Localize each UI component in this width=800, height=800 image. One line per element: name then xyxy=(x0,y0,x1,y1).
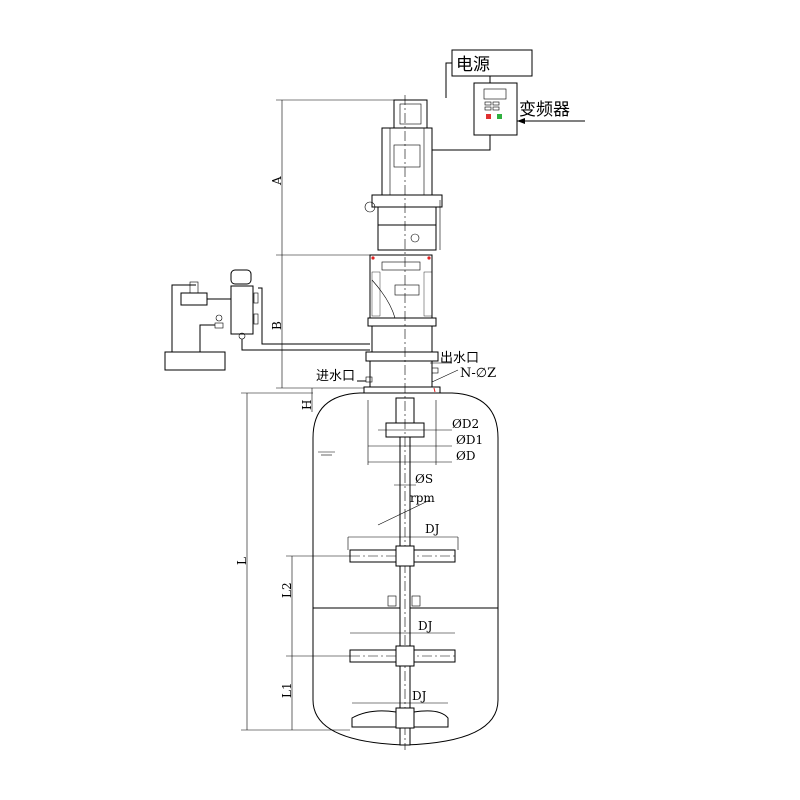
dj-top-label: DJ xyxy=(425,522,440,536)
d2-label: ØD2 xyxy=(452,417,479,431)
power-supply-box xyxy=(445,49,533,98)
b-label: B xyxy=(270,321,284,330)
shaft-diameter-label: ØS xyxy=(415,472,433,486)
oil-tank-box xyxy=(180,292,208,306)
nozzle-label: N-∅Z xyxy=(460,366,496,381)
dj-bottom-label: DJ xyxy=(412,689,427,703)
impellers xyxy=(349,545,456,729)
green-button xyxy=(497,114,502,119)
power-label: 电源 xyxy=(456,55,490,75)
red-button xyxy=(486,114,491,119)
inverter-label: 变频器 xyxy=(519,100,570,120)
l-label: L xyxy=(235,557,249,565)
seal-oil-system xyxy=(164,269,370,371)
vessel xyxy=(312,95,499,750)
l1-label: L1 xyxy=(280,682,294,698)
pressure-compensator-box xyxy=(164,351,226,371)
dimension-lines xyxy=(241,99,459,731)
dj-mid-label: DJ xyxy=(418,619,433,633)
inlet-label: 进水口 xyxy=(316,369,355,384)
a-label: A xyxy=(270,176,284,186)
rpm-label: rpm xyxy=(410,491,435,505)
d-label: ØD xyxy=(456,449,475,463)
motor xyxy=(364,99,443,251)
outlet-label: 出水口 xyxy=(440,351,479,366)
mechanical-seal xyxy=(357,254,452,394)
l2-label: L2 xyxy=(280,582,294,598)
h-label: H xyxy=(300,400,314,410)
d1-label: ØD1 xyxy=(456,433,483,447)
inverter-box xyxy=(432,82,585,151)
